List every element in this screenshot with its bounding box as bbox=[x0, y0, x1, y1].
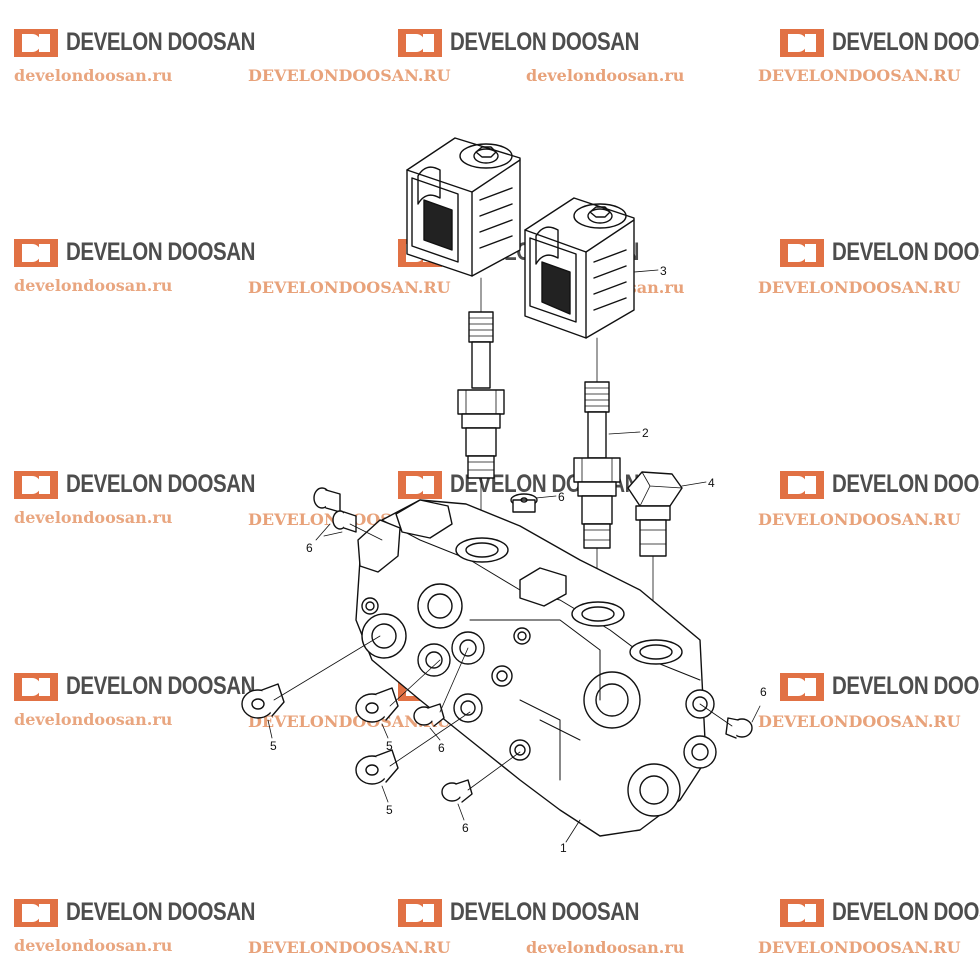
watermark-brand: DEVELON DOOSAN bbox=[832, 238, 980, 266]
develon-logo-icon bbox=[14, 471, 58, 499]
callout-6: 6 bbox=[438, 741, 445, 755]
callout-2: 2 bbox=[642, 426, 649, 440]
callout-5: 5 bbox=[270, 739, 277, 753]
relief-valve-cartridge bbox=[627, 471, 683, 557]
watermark: DEVELON DOOSAN develondoosan.ru bbox=[14, 896, 255, 966]
callout-5: 5 bbox=[386, 739, 393, 753]
watermark-site: DEVELONDOOSAN.RU bbox=[248, 66, 451, 85]
callout-5: 5 bbox=[386, 803, 393, 817]
watermark-site: DEVELONDOOSAN.RU bbox=[248, 278, 451, 297]
develon-logo-icon bbox=[14, 239, 58, 267]
watermark-site: DEVELONDOOSAN.RU bbox=[758, 278, 961, 297]
watermark-site: develondoosan.ru bbox=[14, 276, 173, 295]
watermark-site: DEVELONDOOSAN.RU bbox=[248, 712, 451, 731]
watermark-brand: DEVELON DOOSAN bbox=[66, 898, 256, 926]
cartridge-valve-left bbox=[457, 311, 505, 479]
watermark-site: DEVELONDOOSAN.RU bbox=[758, 510, 961, 529]
develon-logo-icon bbox=[780, 29, 824, 57]
watermark-brand: DEVELON DOOSAN bbox=[832, 28, 980, 56]
watermark: DEVELON DOOSAN bbox=[780, 670, 980, 740]
watermark: DEVELON DOOSAN bbox=[780, 236, 980, 306]
plug-5c bbox=[355, 749, 399, 785]
plug-6-right bbox=[725, 717, 753, 739]
solenoid-coil-right bbox=[524, 197, 635, 339]
watermark-brand: DEVELON DOOSAN bbox=[832, 470, 980, 498]
watermark: DEVELON DOOSAN bbox=[398, 26, 639, 96]
callout-6: 6 bbox=[760, 685, 767, 699]
watermark: DEVELON DOOSAN develondoosan.ru bbox=[14, 670, 255, 740]
plug-6-low bbox=[441, 779, 473, 803]
develon-logo-icon bbox=[780, 899, 824, 927]
callout-6: 6 bbox=[558, 490, 565, 504]
watermark-site: develondoosan.ru bbox=[526, 66, 685, 85]
watermark-brand: DEVELON DOOSAN bbox=[66, 28, 256, 56]
callout-6: 6 bbox=[462, 821, 469, 835]
develon-logo-icon bbox=[398, 899, 442, 927]
watermark: DEVELON DOOSAN develondoosan.ru bbox=[14, 468, 255, 538]
valve-body bbox=[355, 499, 717, 837]
watermark-brand: DEVELON DOOSAN bbox=[450, 28, 640, 56]
watermark: DEVELON DOOSAN bbox=[398, 896, 639, 966]
watermark: DEVELON DOOSAN bbox=[780, 26, 980, 96]
watermark-site: develondoosan.ru bbox=[526, 938, 685, 957]
plug-5b bbox=[355, 687, 399, 723]
watermark: DEVELON DOOSAN develondoosan.ru bbox=[14, 26, 255, 96]
callout-4: 4 bbox=[708, 476, 715, 490]
cartridge-valve-right bbox=[573, 381, 621, 549]
develon-logo-icon bbox=[14, 29, 58, 57]
watermark: DEVELON DOOSAN bbox=[780, 468, 980, 538]
solenoid-coil-left bbox=[406, 137, 521, 277]
develon-logo-icon bbox=[780, 239, 824, 267]
develon-logo-icon bbox=[14, 673, 58, 701]
callout-3: 3 bbox=[660, 264, 667, 278]
plug-6-left-top bbox=[313, 487, 357, 533]
watermark-brand: DEVELON DOOSAN bbox=[450, 898, 640, 926]
callout-1: 1 bbox=[560, 841, 567, 855]
plug-6-mid bbox=[413, 703, 445, 727]
watermark-site: develondoosan.ru bbox=[14, 508, 173, 527]
develon-logo-icon bbox=[14, 899, 58, 927]
watermark-site: DEVELONDOOSAN.RU bbox=[758, 66, 961, 85]
watermark-site: DEVELONDOOSAN.RU bbox=[758, 712, 961, 731]
develon-logo-icon bbox=[780, 471, 824, 499]
watermark: DEVELON DOOSAN develondoosan.ru bbox=[14, 236, 255, 306]
watermark-brand: DEVELON DOOSAN bbox=[66, 672, 256, 700]
watermark-brand: DEVELON DOOSAN bbox=[832, 898, 980, 926]
small-cap-plug bbox=[510, 493, 538, 513]
plug-5a bbox=[241, 683, 285, 719]
watermark-brand: DEVELON DOOSAN bbox=[66, 238, 256, 266]
watermark-site: develondoosan.ru bbox=[14, 66, 173, 85]
watermark-site: develondoosan.ru bbox=[14, 936, 173, 955]
watermark-site: DEVELONDOOSAN.RU bbox=[248, 938, 451, 957]
develon-logo-icon bbox=[398, 29, 442, 57]
develon-logo-icon bbox=[780, 673, 824, 701]
watermark-brand: DEVELON DOOSAN bbox=[66, 470, 256, 498]
watermark: DEVELON DOOSAN bbox=[780, 896, 980, 966]
develon-logo-icon bbox=[398, 471, 442, 499]
callout-6: 6 bbox=[306, 541, 313, 555]
watermark-site: DEVELONDOOSAN.RU bbox=[758, 938, 961, 957]
watermark-site: develondoosan.ru bbox=[14, 710, 173, 729]
leader-lines bbox=[267, 269, 761, 843]
watermark-brand: DEVELON DOOSAN bbox=[832, 672, 980, 700]
